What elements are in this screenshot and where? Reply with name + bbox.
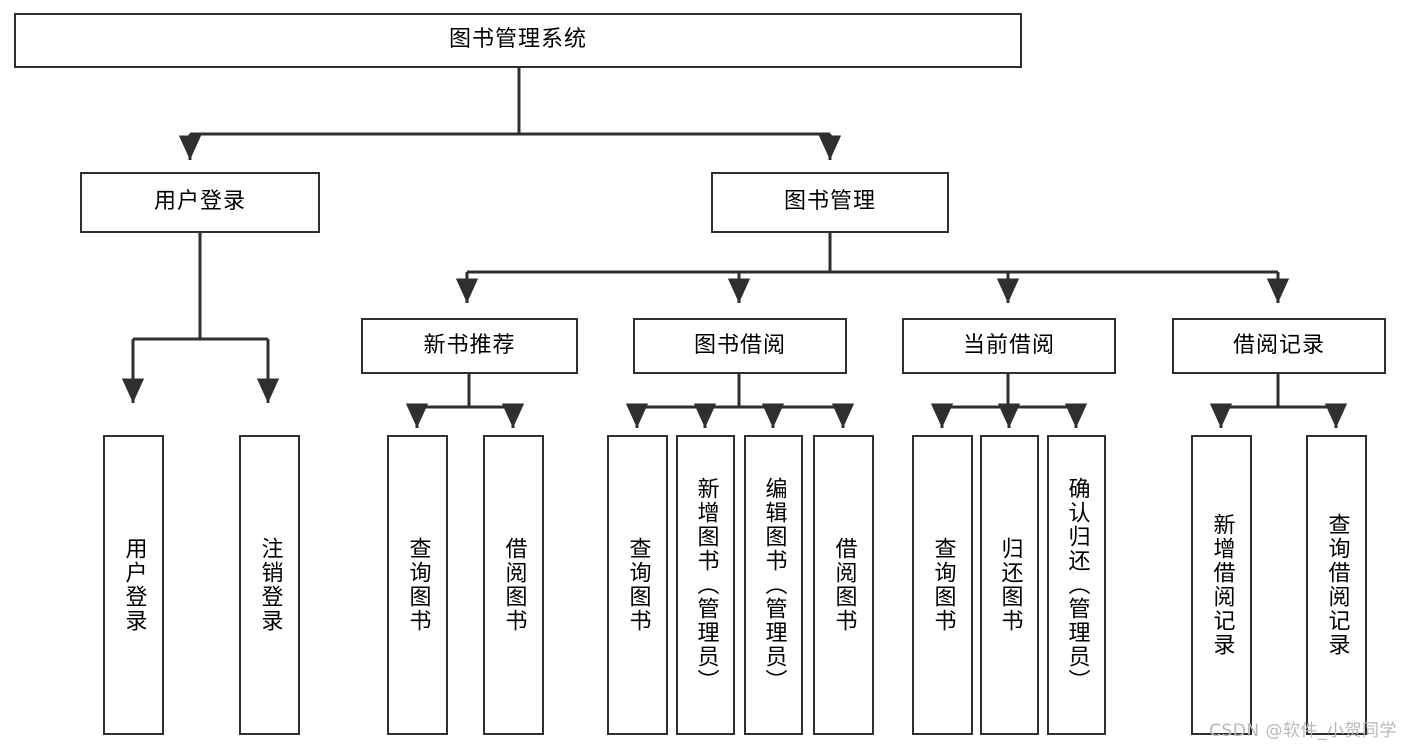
node-borrow-record[interactable]: 借阅记录 (1172, 318, 1386, 374)
node-label: 查询图书 (625, 537, 651, 633)
node-label: 新增图书（管理员） (693, 477, 719, 693)
node-label: 用户登录 (153, 189, 246, 215)
node-label: 注销登录 (257, 537, 283, 633)
node-label: 借阅图书 (831, 537, 857, 633)
leaf-user-login-login[interactable]: 用户登录 (103, 435, 164, 735)
node-label: 图书管理系统 (448, 27, 587, 53)
node-label: 新增借阅记录 (1209, 513, 1235, 657)
leaf-book-borrow-edit-book-admin[interactable]: 编辑图书（管理员） (744, 435, 803, 735)
node-label: 查询图书 (930, 537, 956, 633)
node-label: 借阅记录 (1232, 332, 1325, 358)
node-label: 归还图书 (997, 537, 1023, 633)
node-label: 确认归还（管理员） (1064, 477, 1090, 693)
leaf-user-login-logout[interactable]: 注销登录 (239, 435, 300, 735)
node-current-borrow[interactable]: 当前借阅 (902, 318, 1116, 374)
node-root-book-management-system[interactable]: 图书管理系统 (14, 13, 1022, 68)
node-label: 查询图书 (405, 537, 431, 633)
leaf-borrow-record-query-record[interactable]: 查询借阅记录 (1306, 435, 1367, 735)
watermark-text: CSDN @软件_小贺同学 (1209, 721, 1397, 741)
leaf-current-borrow-query-book[interactable]: 查询图书 (912, 435, 973, 735)
node-label: 新书推荐 (423, 332, 516, 358)
leaf-borrow-record-add-record[interactable]: 新增借阅记录 (1191, 435, 1252, 735)
node-book-borrow[interactable]: 图书借阅 (633, 318, 847, 374)
node-new-book-recommend[interactable]: 新书推荐 (361, 318, 578, 374)
node-label: 当前借阅 (962, 332, 1055, 358)
leaf-book-borrow-add-book-admin[interactable]: 新增图书（管理员） (676, 435, 735, 735)
node-label: 借阅图书 (501, 537, 527, 633)
node-user-login[interactable]: 用户登录 (80, 172, 320, 233)
node-label: 图书借阅 (693, 332, 786, 358)
leaf-new-book-query-book[interactable]: 查询图书 (387, 435, 448, 735)
node-label: 用户登录 (121, 537, 147, 633)
leaf-new-book-borrow-book[interactable]: 借阅图书 (483, 435, 544, 735)
leaf-current-borrow-return-book[interactable]: 归还图书 (980, 435, 1039, 735)
leaf-book-borrow-query-book[interactable]: 查询图书 (607, 435, 668, 735)
leaf-current-borrow-confirm-return-admin[interactable]: 确认归还（管理员） (1047, 435, 1106, 735)
node-label: 图书管理 (783, 189, 876, 215)
leaf-book-borrow-borrow-book[interactable]: 借阅图书 (813, 435, 874, 735)
node-book-management[interactable]: 图书管理 (711, 172, 949, 233)
node-label: 查询借阅记录 (1324, 513, 1350, 657)
node-label: 编辑图书（管理员） (761, 477, 787, 693)
